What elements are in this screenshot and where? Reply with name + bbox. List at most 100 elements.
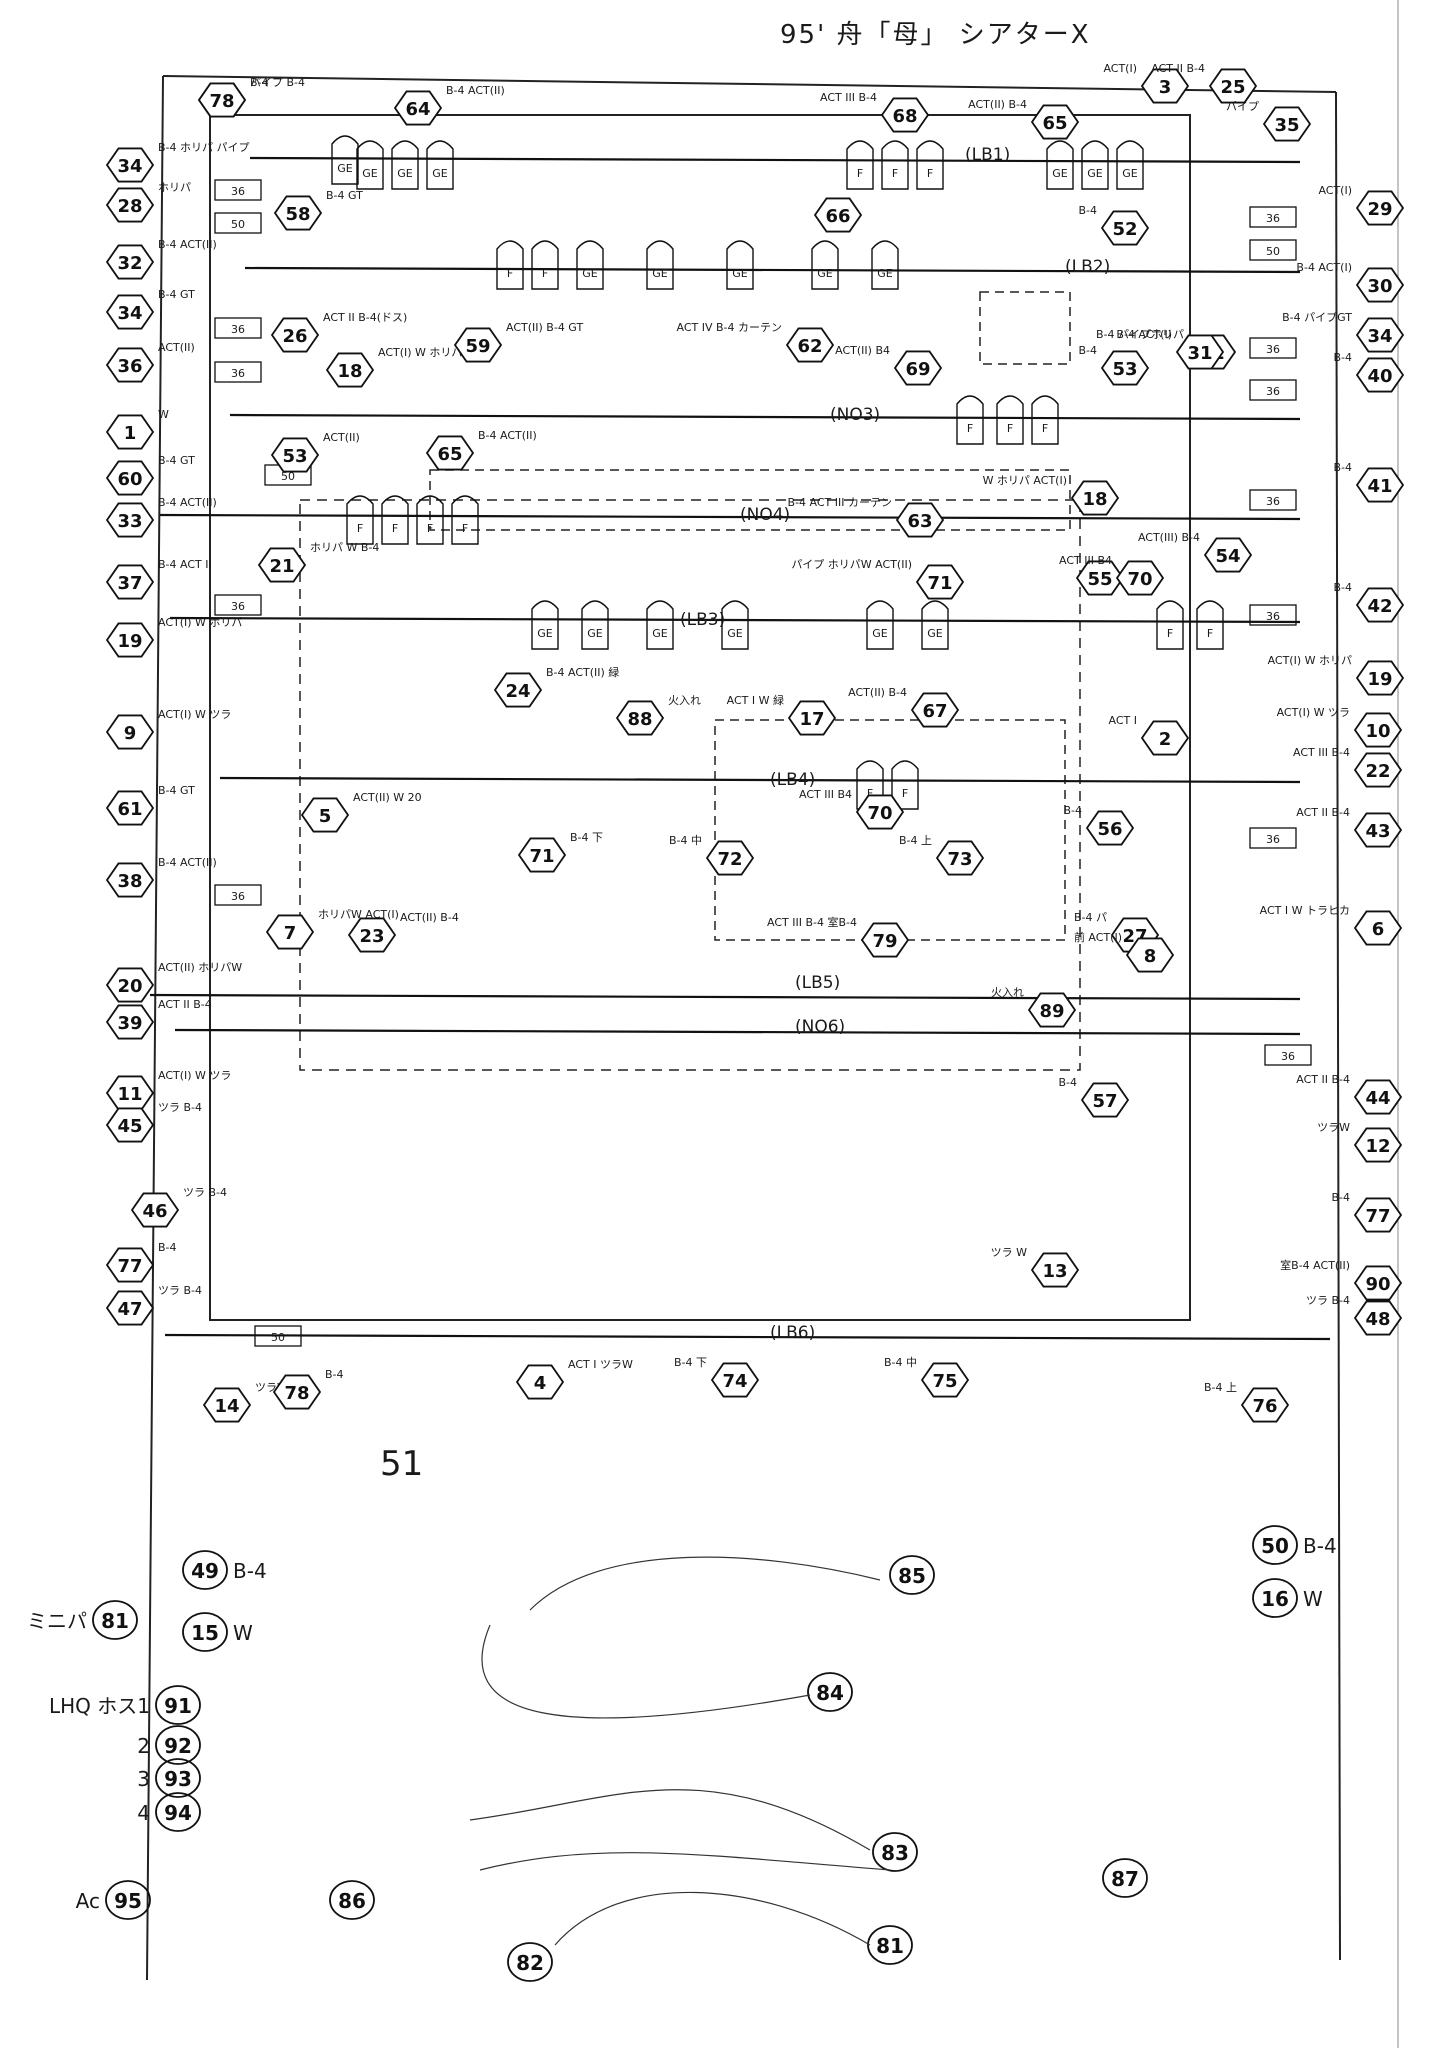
stage-rect: [209, 114, 1191, 1321]
edge-unit-15: [1264, 1044, 1312, 1066]
batten-lb4: [219, 776, 1301, 784]
hex-tag-note: 室B-4 ACT(II): [1280, 1258, 1350, 1272]
lb3-ge-fixture-code: GE: [537, 627, 553, 640]
cable-curve: [469, 1789, 871, 1851]
hex-tag-number: 59: [465, 336, 490, 357]
dashed-box-upper: [979, 291, 1071, 365]
circle-tag: [155, 1685, 201, 1725]
lb2-ge-fixture-code: GE: [582, 267, 598, 280]
hex-tag: [1262, 106, 1312, 142]
hex-tag: [515, 1364, 565, 1400]
batten-lb5: [149, 993, 1301, 1001]
circle-tag-number: 81: [876, 1934, 904, 1958]
hex-tag: [920, 1362, 970, 1398]
hex-tag: [895, 502, 945, 538]
edge-unit-11: [1249, 379, 1297, 401]
hex-tag-note: B-4 GT: [158, 784, 195, 797]
hex-tag-number: 35: [1274, 115, 1299, 136]
hex-tag-number: 7: [284, 923, 297, 944]
hex-tag-number: 73: [947, 849, 972, 870]
circle-tag-number: 91: [164, 1694, 192, 1718]
hex-tag-number: 30: [1367, 276, 1392, 297]
batten-no3: [229, 413, 1301, 421]
hex-tag-number: 47: [117, 1299, 142, 1320]
hex-tag-note: ACT(I): [1103, 62, 1137, 75]
hex-tag-number: 20: [117, 976, 142, 997]
hex-tag: [1240, 1387, 1290, 1423]
no3-f-fixture: [956, 395, 984, 445]
hex-tag-note: ACT II B-4: [158, 998, 212, 1011]
batten-no4: [159, 513, 1301, 521]
hex-tag: [1115, 560, 1165, 596]
hex-tag-number: 40: [1367, 366, 1392, 387]
hex-tag: [105, 790, 155, 826]
hex-tag-number: 23: [359, 926, 384, 947]
hex-tag-number: 56: [1097, 819, 1122, 840]
hex-tag: [105, 347, 155, 383]
hex-tag-number: 34: [117, 303, 142, 324]
lb2-ge-fixture: [646, 240, 674, 290]
hex-tag-note: ACT(III) B-4: [1138, 531, 1200, 544]
hex-tag-note: ACT(I) W ホリパ: [158, 616, 242, 629]
hex-tag-note: B-4: [325, 1368, 344, 1381]
edge-unit-3-code: 36: [231, 367, 245, 380]
hex-tag-note: ACT I ツラW: [568, 1358, 633, 1371]
hex-tag-note: パイプ B-4: [250, 76, 305, 89]
circle-tag-note: 3: [137, 1767, 150, 1791]
hex-tag-number: 65: [437, 444, 462, 465]
hex-tag: [710, 1362, 760, 1398]
edge-unit-0: [214, 179, 262, 201]
lb4-f-fixture-code: F: [902, 787, 908, 800]
edge-unit-14: [1249, 827, 1297, 849]
hex-tag: [270, 437, 320, 473]
hex-tag: [517, 837, 567, 873]
hex-tag-number: 68: [892, 106, 917, 127]
circle-tag: [1252, 1525, 1298, 1565]
hex-tag: [1353, 1300, 1403, 1336]
no4-f-fixture-code: F: [462, 522, 468, 535]
hex-tag-note: W ホリパ ACT(I): [983, 474, 1067, 487]
hex-tag-number: 8: [1144, 946, 1157, 967]
hex-tag-number: 4: [534, 1373, 547, 1394]
hex-tag-number: 32: [117, 253, 142, 274]
lb3-f-fixture-code: F: [1207, 627, 1213, 640]
hex-tag-note: B-4 ACT(II) 緑: [546, 665, 619, 679]
hex-tag-note: ACT(I) W ホリパ: [378, 346, 462, 359]
hex-tag-note: ACT(II) W 20: [353, 791, 422, 804]
hex-tag: [1355, 190, 1405, 226]
edge-unit-2-code: 36: [231, 323, 245, 336]
hex-tag: [1027, 992, 1077, 1028]
hex-tag-number: 78: [209, 91, 234, 112]
frame-top: [162, 75, 1337, 93]
circle-tag-number: 86: [338, 1889, 366, 1913]
hex-tag: [105, 1004, 155, 1040]
hex-tag-note: ACT I W トラヒカ: [1260, 904, 1350, 917]
lb3-ge-fixture: [866, 600, 894, 650]
lb2-ge-fixture-code: GE: [817, 267, 833, 280]
hex-tag: [1353, 1197, 1403, 1233]
edge-unit-9-code: 50: [1266, 245, 1280, 258]
batten-label-lb6: (LB6): [770, 1323, 815, 1343]
lb3-ge-fixture-code: GE: [587, 627, 603, 640]
hex-tag-number: 72: [717, 849, 742, 870]
lb3-ge-fixture: [646, 600, 674, 650]
edge-unit-6-code: 36: [231, 890, 245, 903]
hex-tag-number: 61: [117, 799, 142, 820]
hex-tag: [705, 840, 755, 876]
hex-tag: [1175, 334, 1225, 370]
batten-lb1: [249, 156, 1301, 164]
hex-tag-number: 53: [282, 446, 307, 467]
lb2-ge-fixture-code: GE: [877, 267, 893, 280]
hex-tag-note: パイプ ホリパW ACT(II): [791, 558, 912, 571]
hex-tag-note: B-4 中: [884, 1356, 917, 1369]
lb1-ge2-fixture-code: GE: [1087, 167, 1103, 180]
hex-tag: [257, 547, 307, 583]
no3-f-fixture-code: F: [1042, 422, 1048, 435]
hex-tag-note: B-4 ホリパ パイプ: [158, 141, 250, 154]
hex-tag-note: B-4 ACT(II): [158, 856, 217, 869]
hex-tag-number: 53: [1112, 359, 1137, 380]
edge-unit-7-code: 50: [271, 1331, 285, 1344]
circle-tag-note: W: [1303, 1587, 1323, 1611]
hex-tag-note: ホリパ: [158, 181, 191, 194]
hex-tag: [273, 195, 323, 231]
